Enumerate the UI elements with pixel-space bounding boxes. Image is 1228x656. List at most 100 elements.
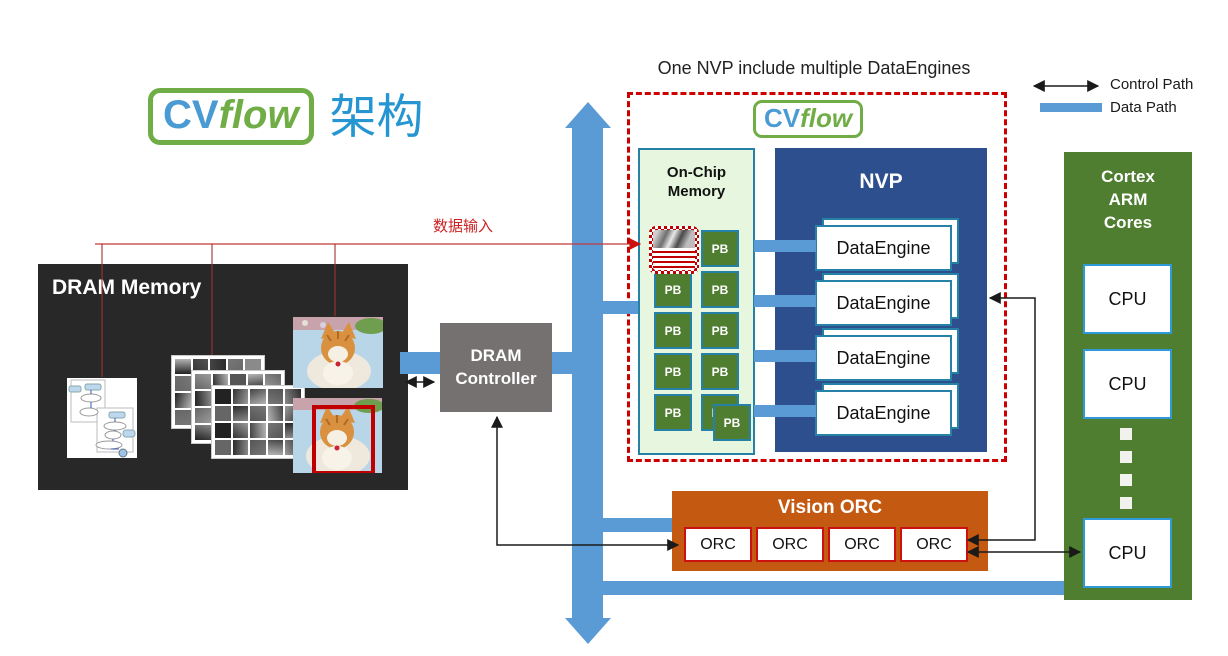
- filter-cell: [265, 374, 281, 389]
- filter-cell: [195, 391, 211, 406]
- data-bus-arrow-up-icon: [565, 102, 611, 128]
- data-band-onchip-to-engine: [754, 350, 816, 362]
- cat-photo: [293, 317, 383, 388]
- data-engine: DataEngine: [815, 335, 952, 381]
- data-band-bus-to-orc: [602, 518, 673, 532]
- vision-orc-title: Vision ORC: [777, 497, 883, 518]
- filter-cell: [232, 440, 249, 455]
- filter-cell: [267, 406, 284, 421]
- cat-photo-detected: [293, 398, 382, 473]
- nvp-title: NVP: [859, 170, 903, 193]
- dram-memory-box: DRAM Memory: [38, 264, 408, 490]
- pb-block: PB: [654, 353, 692, 390]
- pb-block-overlap: PB: [713, 404, 751, 441]
- input-buffer-icon: [649, 226, 699, 274]
- data-band-onchip-to-engine: [754, 295, 816, 307]
- filter-cell: [250, 440, 266, 455]
- filter-cell: [245, 359, 261, 374]
- filter-cell: [192, 359, 209, 374]
- dram-controller-label-line2: Controller: [455, 368, 537, 388]
- pb-block: PB: [701, 271, 739, 308]
- cvflow-logo-flow: flow: [218, 93, 299, 137]
- data-band-bus-to-arm: [602, 581, 1065, 595]
- orc-core: ORC: [684, 527, 752, 562]
- dram-controller-box: DRAM Controller: [440, 323, 552, 412]
- cortex-arm-box: Cortex ARM Cores CPU CPU CPU: [1064, 152, 1192, 600]
- cvflow-badge-cv: CV: [764, 103, 801, 133]
- data-engine: DataEngine: [815, 225, 952, 271]
- filter-cell: [210, 359, 226, 374]
- filter-cell: [267, 423, 284, 438]
- filter-cell: [175, 410, 191, 425]
- cvflow-logo-cv: CV: [163, 93, 219, 137]
- legend-data-path-label: Data Path: [1110, 99, 1177, 116]
- data-band-controller-to-bus: [551, 352, 573, 374]
- ellipsis-dot: [1120, 474, 1132, 486]
- on-chip-title-line1: On-Chip: [666, 164, 727, 181]
- on-chip-memory-title: On-Chip Memory: [640, 164, 753, 202]
- cvflow-badge-flow: flow: [800, 103, 853, 133]
- data-band-bus-to-onchip: [602, 301, 639, 314]
- orc-core: ORC: [900, 527, 968, 562]
- pb-block: PB: [701, 230, 739, 267]
- pb-block: PB: [654, 312, 692, 349]
- filter-cell: [247, 374, 264, 389]
- cortex-arm-title: Cortex ARM Cores: [1064, 166, 1192, 235]
- data-engine: DataEngine: [815, 390, 952, 436]
- on-chip-memory-box: On-Chip Memory PB PB PB PB PB PB PB PB P…: [638, 148, 755, 455]
- legend-data-path-swatch: [1040, 103, 1102, 112]
- nvp-box: NVP DataEngine DataEngine DataEngine Dat…: [775, 148, 987, 452]
- filter-cell: [227, 359, 244, 374]
- data-input-label: 数据输入: [433, 218, 494, 235]
- data-band-dram-to-controller: [400, 352, 441, 374]
- cpu-core: CPU: [1083, 264, 1172, 334]
- filter-cell: [250, 406, 266, 421]
- data-band-onchip-to-engine: [754, 240, 816, 252]
- filter-cell: [212, 374, 229, 389]
- filter-cell: [215, 440, 231, 455]
- arm-title-line2: ARM: [1108, 189, 1148, 209]
- arm-title-line1: Cortex: [1101, 167, 1155, 186]
- filter-cell: [175, 376, 191, 391]
- filter-cell: [232, 406, 249, 421]
- filter-cell: [175, 393, 191, 408]
- data-engine: DataEngine: [815, 280, 952, 326]
- nvp-cluster-dashed-region: [627, 92, 1007, 462]
- filter-cell: [195, 408, 211, 423]
- legend-control-path-label: Control Path: [1110, 76, 1194, 93]
- filter-panel: [212, 386, 304, 458]
- data-bus-arrow-down-icon: [565, 618, 611, 644]
- network-graph-thumbnail: [67, 378, 137, 458]
- filter-cell: [232, 389, 249, 404]
- vision-orc-box: Vision ORC ORC ORC ORC ORC: [672, 491, 988, 571]
- filter-cell: [250, 389, 266, 404]
- filter-cell: [215, 423, 231, 438]
- on-chip-title-line2: Memory: [667, 182, 726, 200]
- filter-cell: [232, 423, 249, 438]
- arm-title-line3: Cores: [1103, 212, 1153, 232]
- nvp-note-text: One NVP include multiple DataEngines: [657, 58, 971, 78]
- cpu-core: CPU: [1083, 518, 1172, 588]
- filter-cell: [267, 389, 284, 404]
- orc-core: ORC: [756, 527, 824, 562]
- cvflow-logo: CV flow: [148, 88, 314, 145]
- filter-cell: [250, 423, 266, 438]
- detection-bounding-box: [312, 405, 375, 473]
- pb-block: PB: [654, 271, 692, 308]
- data-bus-vertical: [572, 124, 603, 621]
- page-title: CV flow 架构: [148, 88, 424, 145]
- filter-cell: [215, 406, 231, 421]
- cpu-core: CPU: [1083, 349, 1172, 419]
- pb-block: PB: [701, 312, 739, 349]
- filter-cell: [195, 425, 211, 440]
- data-band-onchip-to-engine: [754, 405, 816, 417]
- pb-block: PB: [654, 394, 692, 431]
- dram-memory-title: DRAM Memory: [52, 276, 202, 299]
- pb-block: PB: [701, 353, 739, 390]
- filter-cell: [267, 440, 284, 455]
- filter-cell: [230, 374, 246, 389]
- cvflow-badge: CV flow: [753, 100, 864, 138]
- ellipsis-dot: [1120, 451, 1132, 463]
- ellipsis-dot: [1120, 428, 1132, 440]
